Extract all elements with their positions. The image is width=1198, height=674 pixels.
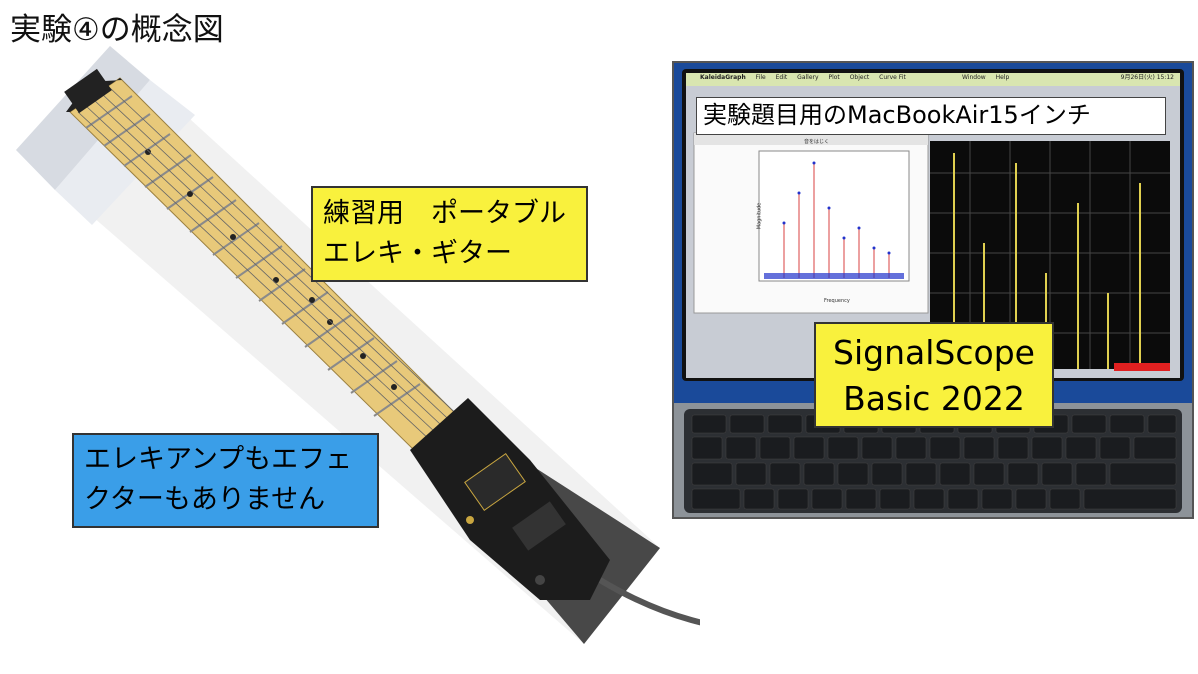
- cable: [597, 577, 700, 626]
- plot-title: 音をはじく: [804, 139, 830, 145]
- guitar-label-line-1: 練習用 ポータブル: [323, 198, 566, 229]
- menubar-plot[interactable]: Plot: [828, 74, 840, 81]
- software-label-line-1: SignalScope: [833, 333, 1035, 372]
- guitar-label: 練習用 ポータブル エレキ・ギター: [311, 186, 588, 282]
- macbook-illustration: [674, 69, 1192, 517]
- no-amp-label-line-2: クターもありません: [84, 484, 326, 515]
- macbook-label: 実験題目用のMacBookAir15インチ: [696, 97, 1166, 135]
- menubar-curve-fit[interactable]: Curve Fit: [879, 74, 906, 81]
- no-amp-label-line-1: エレキアンプもエフェ: [84, 444, 353, 475]
- menubar-file[interactable]: File: [755, 74, 766, 81]
- menubar-gallery[interactable]: Gallery: [797, 74, 819, 81]
- software-label: SignalScope Basic 2022: [814, 322, 1054, 428]
- no-amp-label: エレキアンプもエフェ クターもありません: [72, 433, 379, 528]
- menubar-clock: 9月26日(火) 15:12: [1120, 74, 1174, 81]
- guitar-body: [410, 398, 610, 600]
- menubar-object[interactable]: Object: [849, 74, 870, 81]
- plot-xlabel: Frequency: [824, 298, 850, 304]
- guitar-label-line-2: エレキ・ギター: [323, 238, 512, 269]
- menubar-edit[interactable]: Edit: [775, 74, 788, 81]
- guitar-photo: [16, 46, 700, 644]
- software-label-line-2: Basic 2022: [843, 379, 1025, 418]
- menubar: KaleidaGraph File Edit Gallery Plot Obje…: [700, 72, 1180, 84]
- plot-ylabel: Magnitude: [756, 202, 763, 230]
- menubar-window[interactable]: Window: [962, 74, 986, 81]
- guitar-neck: [69, 77, 534, 511]
- page-title: 実験④の概念図: [10, 12, 224, 48]
- macbook-photo: KaleidaGraph File Edit Gallery Plot Obje…: [672, 61, 1194, 519]
- menubar-app[interactable]: KaleidaGraph: [700, 74, 746, 81]
- menubar-help[interactable]: Help: [995, 74, 1010, 81]
